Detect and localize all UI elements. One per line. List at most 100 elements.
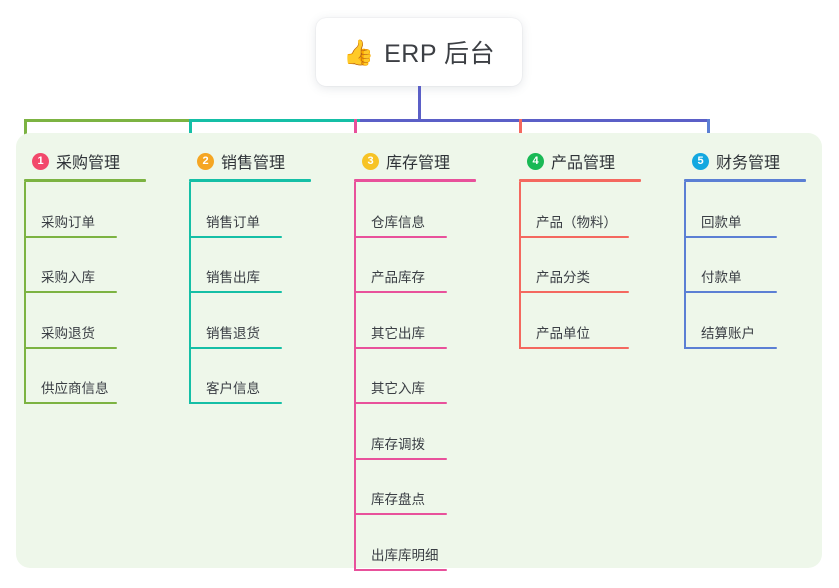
leaf-rule bbox=[684, 291, 777, 293]
column-header-2[interactable]: 2 销售管理 bbox=[189, 143, 339, 179]
leaf-rule bbox=[354, 568, 447, 571]
list-item[interactable]: 库存盘点 bbox=[354, 460, 447, 515]
list-item[interactable]: 销售退货 bbox=[189, 293, 282, 349]
column-header-rule-2 bbox=[189, 179, 311, 182]
leaf-rule bbox=[354, 402, 447, 404]
leaf-rule bbox=[24, 402, 117, 404]
diagram-panel bbox=[16, 133, 822, 568]
list-item[interactable]: 其它入库 bbox=[354, 349, 447, 404]
leaf-label: 库存盘点 bbox=[371, 492, 425, 507]
column-spine-2 bbox=[189, 182, 191, 404]
list-item[interactable]: 其它出库 bbox=[354, 293, 447, 349]
leaf-label: 采购订单 bbox=[41, 214, 95, 230]
list-item[interactable]: 付款单 bbox=[684, 238, 777, 293]
leaf-rule bbox=[189, 346, 282, 349]
column-销售管理: 2 销售管理销售订单销售出库销售退货客户信息 bbox=[189, 143, 339, 404]
connector-bus-purple bbox=[360, 119, 710, 122]
leaf-label: 回款单 bbox=[701, 214, 742, 230]
column-header-rule-3 bbox=[354, 179, 476, 182]
list-item[interactable]: 产品分类 bbox=[519, 238, 629, 293]
leaf-label: 供应商信息 bbox=[41, 381, 109, 396]
leaf-label: 其它入库 bbox=[371, 381, 425, 396]
connector-drop-col2 bbox=[189, 119, 192, 146]
list-item[interactable]: 供应商信息 bbox=[24, 349, 117, 404]
column-header-rule-5 bbox=[684, 179, 806, 182]
leaf-rule bbox=[354, 457, 447, 460]
list-item[interactable]: 仓库信息 bbox=[354, 182, 447, 238]
leaf-label: 销售出库 bbox=[206, 270, 260, 285]
leaf-rule bbox=[519, 346, 629, 349]
list-item[interactable]: 销售订单 bbox=[189, 182, 282, 238]
list-item[interactable]: 客户信息 bbox=[189, 349, 282, 404]
leaf-label: 结算账户 bbox=[701, 325, 755, 341]
leaf-label: 客户信息 bbox=[206, 381, 260, 396]
list-item[interactable]: 产品库存 bbox=[354, 238, 447, 293]
connector-trunk-vertical bbox=[418, 86, 421, 122]
leaf-label: 出库库明细 bbox=[371, 547, 439, 563]
leaf-rule bbox=[24, 235, 117, 238]
column-badge-3: 3 bbox=[362, 152, 379, 170]
column-title-4: 产品管理 bbox=[551, 155, 616, 172]
list-item[interactable]: 采购入库 bbox=[24, 238, 117, 293]
column-header-rule-4 bbox=[519, 179, 641, 182]
connector-bus-teal bbox=[189, 119, 361, 122]
list-item[interactable]: 产品单位 bbox=[519, 293, 629, 349]
leaf-rule bbox=[189, 235, 282, 238]
thumbs-up-icon: 👍 bbox=[342, 37, 375, 67]
connector-drop-col4 bbox=[519, 119, 522, 146]
leaf-label: 采购退货 bbox=[41, 325, 95, 341]
column-财务管理: 5 财务管理回款单付款单结算账户 bbox=[684, 143, 819, 349]
column-header-1[interactable]: 1 采购管理 bbox=[24, 143, 174, 179]
column-title-1: 采购管理 bbox=[56, 155, 121, 172]
list-item[interactable]: 回款单 bbox=[684, 182, 777, 238]
leaf-rule bbox=[684, 346, 777, 349]
connector-drop-col5 bbox=[707, 119, 710, 146]
column-title-5: 财务管理 bbox=[716, 155, 781, 172]
column-badge-2: 2 bbox=[197, 152, 214, 170]
leaf-rule bbox=[519, 291, 629, 293]
column-header-rule-1 bbox=[24, 179, 146, 182]
column-badge-5: 5 bbox=[692, 152, 709, 170]
leaf-label: 产品单位 bbox=[536, 325, 590, 341]
leaf-label: 销售退货 bbox=[206, 325, 260, 341]
connector-drop-col3 bbox=[354, 119, 357, 146]
list-item[interactable]: 销售出库 bbox=[189, 238, 282, 293]
column-title-2: 销售管理 bbox=[221, 155, 286, 172]
column-spine-1 bbox=[24, 182, 26, 404]
leaf-label: 产品（物料） bbox=[536, 214, 617, 230]
leaf-label: 仓库信息 bbox=[371, 214, 425, 230]
list-item[interactable]: 采购退货 bbox=[24, 293, 117, 349]
leaf-label: 销售订单 bbox=[206, 214, 260, 230]
column-采购管理: 1 采购管理采购订单采购入库采购退货供应商信息 bbox=[24, 143, 174, 404]
list-item[interactable]: 采购订单 bbox=[24, 182, 117, 238]
leaf-rule bbox=[519, 235, 629, 238]
leaf-rule bbox=[684, 235, 777, 238]
leaf-rule bbox=[189, 402, 282, 404]
leaf-rule bbox=[354, 235, 447, 238]
leaf-rule bbox=[354, 513, 447, 515]
leaf-label: 付款单 bbox=[701, 270, 742, 285]
leaf-rule bbox=[354, 346, 447, 349]
column-spine-5 bbox=[684, 182, 686, 349]
column-spine-4 bbox=[519, 182, 521, 349]
connector-bus-green bbox=[24, 119, 190, 122]
list-item[interactable]: 出库库明细 bbox=[354, 515, 447, 571]
column-badge-1: 1 bbox=[32, 152, 49, 170]
leaf-label: 其它出库 bbox=[371, 325, 425, 341]
connector-drop-col1 bbox=[24, 119, 27, 146]
list-item[interactable]: 产品（物料） bbox=[519, 182, 629, 238]
list-item[interactable]: 结算账户 bbox=[684, 293, 777, 349]
column-库存管理: 3 库存管理仓库信息产品库存其它出库其它入库库存调拨库存盘点出库库明细 bbox=[354, 143, 504, 571]
root-node-title: ERP 后台 bbox=[384, 40, 496, 68]
column-header-3[interactable]: 3 库存管理 bbox=[354, 143, 504, 179]
root-node-content: 👍 ERP 后台 bbox=[343, 34, 495, 70]
root-node-card[interactable]: 👍 ERP 后台 bbox=[316, 18, 522, 86]
leaf-label: 产品分类 bbox=[536, 270, 590, 285]
column-title-3: 库存管理 bbox=[386, 155, 451, 172]
leaf-rule bbox=[354, 291, 447, 293]
list-item[interactable]: 库存调拨 bbox=[354, 404, 447, 460]
column-header-5[interactable]: 5 财务管理 bbox=[684, 143, 819, 179]
